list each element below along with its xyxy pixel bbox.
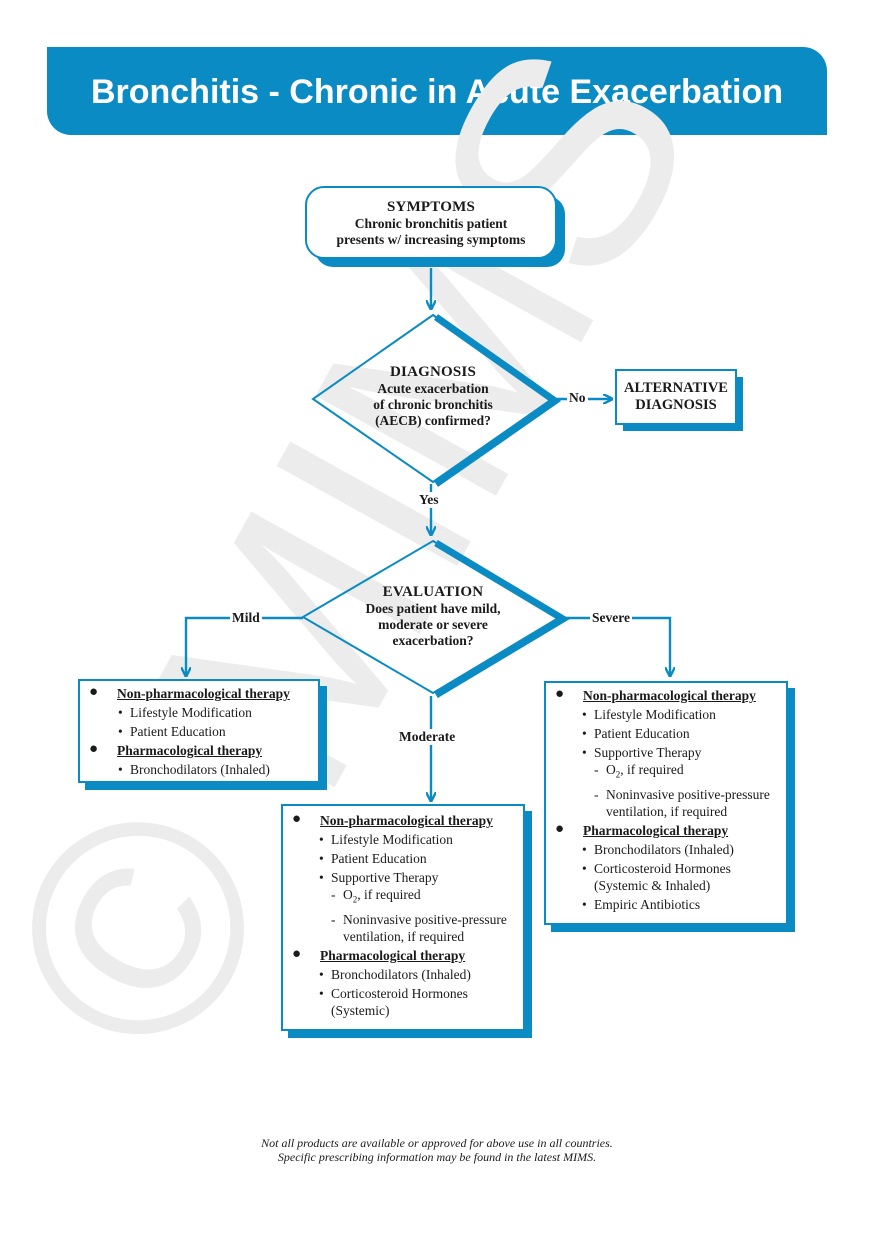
mild-pharm-list: •Bronchodilators (Inhaled) xyxy=(80,761,318,778)
list-item: •Bronchodilators (Inhaled) xyxy=(118,762,270,777)
mild-nonpharm-list: •Lifestyle Modification •Patient Educati… xyxy=(80,704,318,740)
label-yes: Yes xyxy=(417,492,441,508)
severe-nonpharm-heading: Non-pharmacological therapy xyxy=(583,688,756,703)
severe-supportive-list: -O2, if required -Noninvasive positive-p… xyxy=(594,761,786,820)
mild-nonpharm-section: ● Non-pharmacological therapy xyxy=(80,684,318,702)
severe-nonpharm-section: ● Non-pharmacological therapy xyxy=(546,686,786,704)
severe-pharm-section: ● Pharmacological therapy xyxy=(546,820,786,839)
bullet-icon: ● xyxy=(89,741,99,757)
diagnosis-line2: of chronic bronchitis xyxy=(373,397,493,412)
list-item: •Lifestyle Modification xyxy=(582,707,716,722)
evaluation-line2: moderate or severe xyxy=(378,617,488,632)
mild-pharm-heading: Pharmacological therapy xyxy=(117,743,263,758)
moderate-pharm-section: ● Pharmacological therapy xyxy=(283,945,523,964)
evaluation-node: EVALUATION Does patient have mild, moder… xyxy=(323,584,543,649)
severe-pharm-heading: Pharmacological therapy xyxy=(583,822,729,838)
list-item: •Lifestyle Modification xyxy=(118,705,252,720)
page-title: Bronchitis - Chronic in Acute Exacerbati… xyxy=(90,73,784,111)
alternative-box-shape xyxy=(615,369,737,425)
list-item: •Bronchodilators (Inhaled) xyxy=(582,841,734,857)
label-no: No xyxy=(567,390,588,406)
list-item: •Patient Education xyxy=(118,724,226,739)
evaluation-line3: exacerbation? xyxy=(392,633,474,648)
moderate-pharm-heading: Pharmacological therapy xyxy=(320,947,466,963)
footer-line1: Not all products are available or approv… xyxy=(261,1136,613,1150)
moderate-nonpharm-heading: Non-pharmacological therapy xyxy=(320,813,493,828)
evaluation-heading: EVALUATION xyxy=(382,584,484,600)
list-item: •Patient Education xyxy=(319,851,427,866)
mild-pharm-section: ● Pharmacological therapy xyxy=(80,741,318,759)
moderate-treatment-box: ● Non-pharmacological therapy •Lifestyle… xyxy=(281,804,525,1031)
moderate-nonpharm-list: •Lifestyle Modification •Patient Educati… xyxy=(283,831,523,945)
mild-treatment-box: ● Non-pharmacological therapy •Lifestyle… xyxy=(78,679,320,783)
list-item: •Bronchodilators (Inhaled) xyxy=(319,966,471,982)
symptoms-heading: SYMPTOMS xyxy=(387,199,475,215)
title-banner: Bronchitis - Chronic in Acute Exacerbati… xyxy=(47,47,827,135)
footer-line2: Specific prescribing information may be … xyxy=(277,1150,597,1164)
bullet-icon: ● xyxy=(555,820,565,837)
symptoms-line1: Chronic bronchitis patient xyxy=(354,216,508,231)
diagnosis-line1: Acute exacerbation xyxy=(377,381,489,396)
severe-pharm-list: •Bronchodilators (Inhaled) •Corticostero… xyxy=(546,841,786,913)
symptoms-node: SYMPTOMS Chronic bronchitis patient pres… xyxy=(306,199,556,248)
bullet-icon: ● xyxy=(292,945,302,962)
alternative-node: ALTERNATIVE DIAGNOSIS xyxy=(616,380,736,414)
list-item: •Supportive Therapy -O2, if required -No… xyxy=(319,869,523,945)
moderate-supportive-list: -O2, if required -Noninvasive positive-p… xyxy=(331,886,523,945)
mild-nonpharm-heading: Non-pharmacological therapy xyxy=(117,686,290,701)
symptoms-line2: presents w/ increasing symptoms xyxy=(336,232,526,247)
diagnosis-line3: (AECB) confirmed? xyxy=(375,413,491,428)
symptoms-box-shape xyxy=(305,186,557,259)
bullet-icon: ● xyxy=(292,811,302,827)
diagnosis-node: DIAGNOSIS Acute exacerbation of chronic … xyxy=(333,364,533,429)
list-item: •Corticosteroid Hormones (Systemic) xyxy=(319,985,468,1018)
list-item-niv: -Noninvasive positive-pressure ventilati… xyxy=(594,786,770,819)
evaluation-line1: Does patient have mild, xyxy=(365,601,501,616)
list-item-o2: -O2, if required xyxy=(331,887,421,905)
bullet-icon: ● xyxy=(555,686,565,702)
diagnosis-heading: DIAGNOSIS xyxy=(390,364,476,380)
severe-nonpharm-list: •Lifestyle Modification •Patient Educati… xyxy=(546,706,786,820)
list-item-o2: -O2, if required xyxy=(594,762,684,780)
arrow-mild xyxy=(186,616,303,675)
alternative-line1: ALTERNATIVE xyxy=(624,380,728,396)
moderate-nonpharm-section: ● Non-pharmacological therapy xyxy=(283,811,523,829)
list-item: •Supportive Therapy -O2, if required -No… xyxy=(582,744,786,820)
moderate-pharm-list: •Bronchodilators (Inhaled) •Corticostero… xyxy=(283,966,523,1019)
severe-treatment-box: ● Non-pharmacological therapy •Lifestyle… xyxy=(544,681,788,925)
bullet-icon: ● xyxy=(89,684,99,700)
list-item: •Corticosteroid Hormones (Systemic & Inh… xyxy=(582,860,731,893)
footer-note: Not all products are available or approv… xyxy=(0,1136,874,1164)
list-item: •Empiric Antibiotics xyxy=(582,896,701,912)
list-item-niv: -Noninvasive positive-pressure ventilati… xyxy=(331,911,507,944)
list-item: •Lifestyle Modification xyxy=(319,832,453,847)
label-mild: Mild xyxy=(230,610,262,626)
label-moderate: Moderate xyxy=(397,729,458,745)
alternative-line2: DIAGNOSIS xyxy=(635,397,717,413)
list-item: •Patient Education xyxy=(582,726,690,741)
arrow-severe xyxy=(562,616,670,675)
label-severe: Severe xyxy=(590,610,632,626)
